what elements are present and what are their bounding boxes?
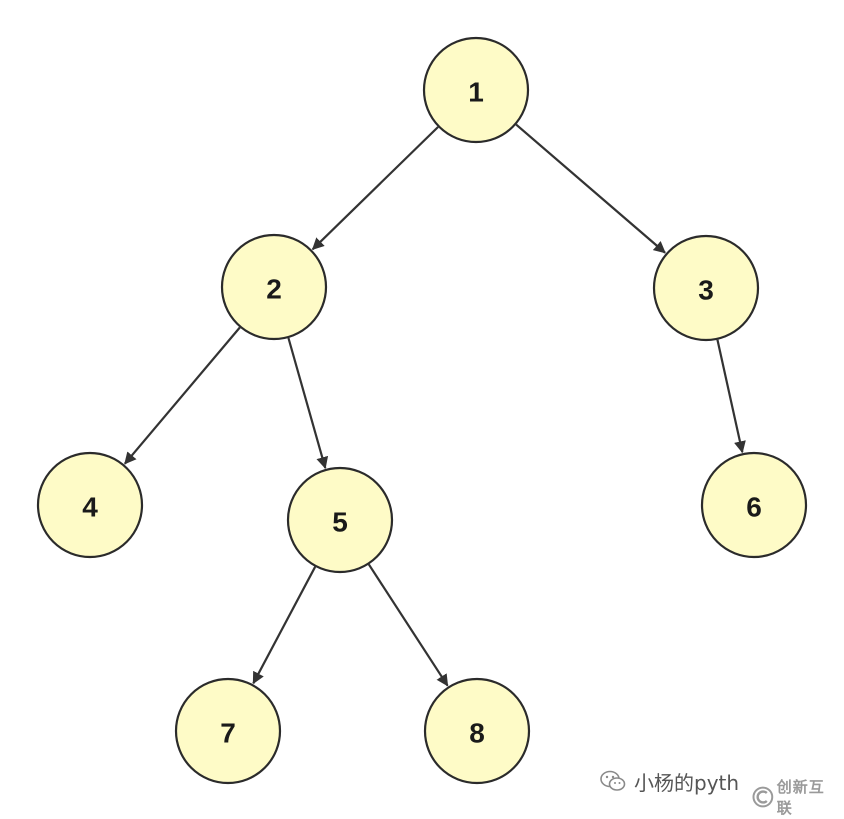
node-circle bbox=[286, 466, 394, 574]
watermark: 小杨的pyth bbox=[598, 766, 739, 796]
node-circle bbox=[220, 233, 328, 341]
node-label: 2 bbox=[266, 274, 282, 305]
edge-1-3 bbox=[515, 123, 666, 254]
node-2: 2 bbox=[220, 233, 328, 341]
node-label: 5 bbox=[332, 507, 348, 538]
edge-5-8 bbox=[367, 563, 449, 687]
node-5: 5 bbox=[286, 466, 394, 574]
node-circle bbox=[174, 677, 282, 785]
edge-2-5 bbox=[287, 337, 329, 470]
wechat-icon bbox=[600, 770, 626, 791]
node-circle bbox=[422, 36, 530, 144]
brand-logo-icon bbox=[752, 786, 774, 808]
node-circle bbox=[700, 451, 808, 559]
node-4: 4 bbox=[36, 451, 144, 559]
node-label: 4 bbox=[82, 492, 98, 523]
watermark-text: 小杨的pyth bbox=[634, 770, 740, 795]
node-label: 8 bbox=[469, 718, 485, 749]
node-1: 1 bbox=[422, 36, 530, 144]
node-circle bbox=[652, 234, 760, 342]
node-label: 7 bbox=[220, 718, 236, 749]
node-circle bbox=[423, 677, 531, 785]
node-circle bbox=[36, 451, 144, 559]
edge-2-4 bbox=[123, 326, 241, 465]
node-label: 6 bbox=[746, 492, 762, 523]
node-8: 8 bbox=[423, 677, 531, 785]
brand-text: 创新互联 bbox=[776, 778, 825, 817]
node-6: 6 bbox=[700, 451, 808, 559]
nodes-layer: 1 2 3 4 5 6 7 8 bbox=[36, 36, 808, 785]
node-label: 3 bbox=[698, 275, 714, 306]
edge-3-6 bbox=[716, 339, 746, 454]
edge-1-2 bbox=[311, 126, 439, 251]
node-7: 7 bbox=[174, 677, 282, 785]
node-label: 1 bbox=[468, 77, 484, 108]
edge-5-7 bbox=[252, 566, 317, 685]
node-3: 3 bbox=[652, 234, 760, 342]
brand-mark: 创新互联 bbox=[748, 778, 844, 817]
edges-layer bbox=[123, 123, 746, 687]
